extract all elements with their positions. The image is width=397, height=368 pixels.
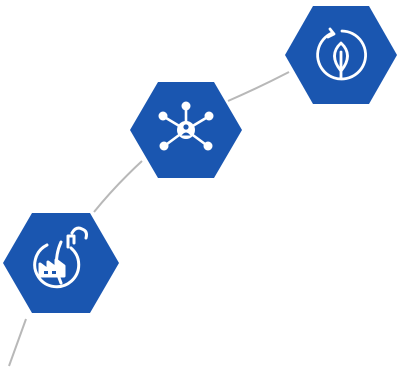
hexagon-node-factory <box>3 213 119 313</box>
connector-2-3 <box>227 71 290 102</box>
hexagon-node-sustainability <box>285 6 397 104</box>
factory-globe-icon <box>33 226 88 289</box>
connector-1-2 <box>93 160 143 213</box>
connector-start <box>8 318 27 367</box>
hexagon-node-network <box>130 82 242 178</box>
leaf-cycle-icon <box>316 27 367 81</box>
network-person-icon <box>158 101 214 151</box>
